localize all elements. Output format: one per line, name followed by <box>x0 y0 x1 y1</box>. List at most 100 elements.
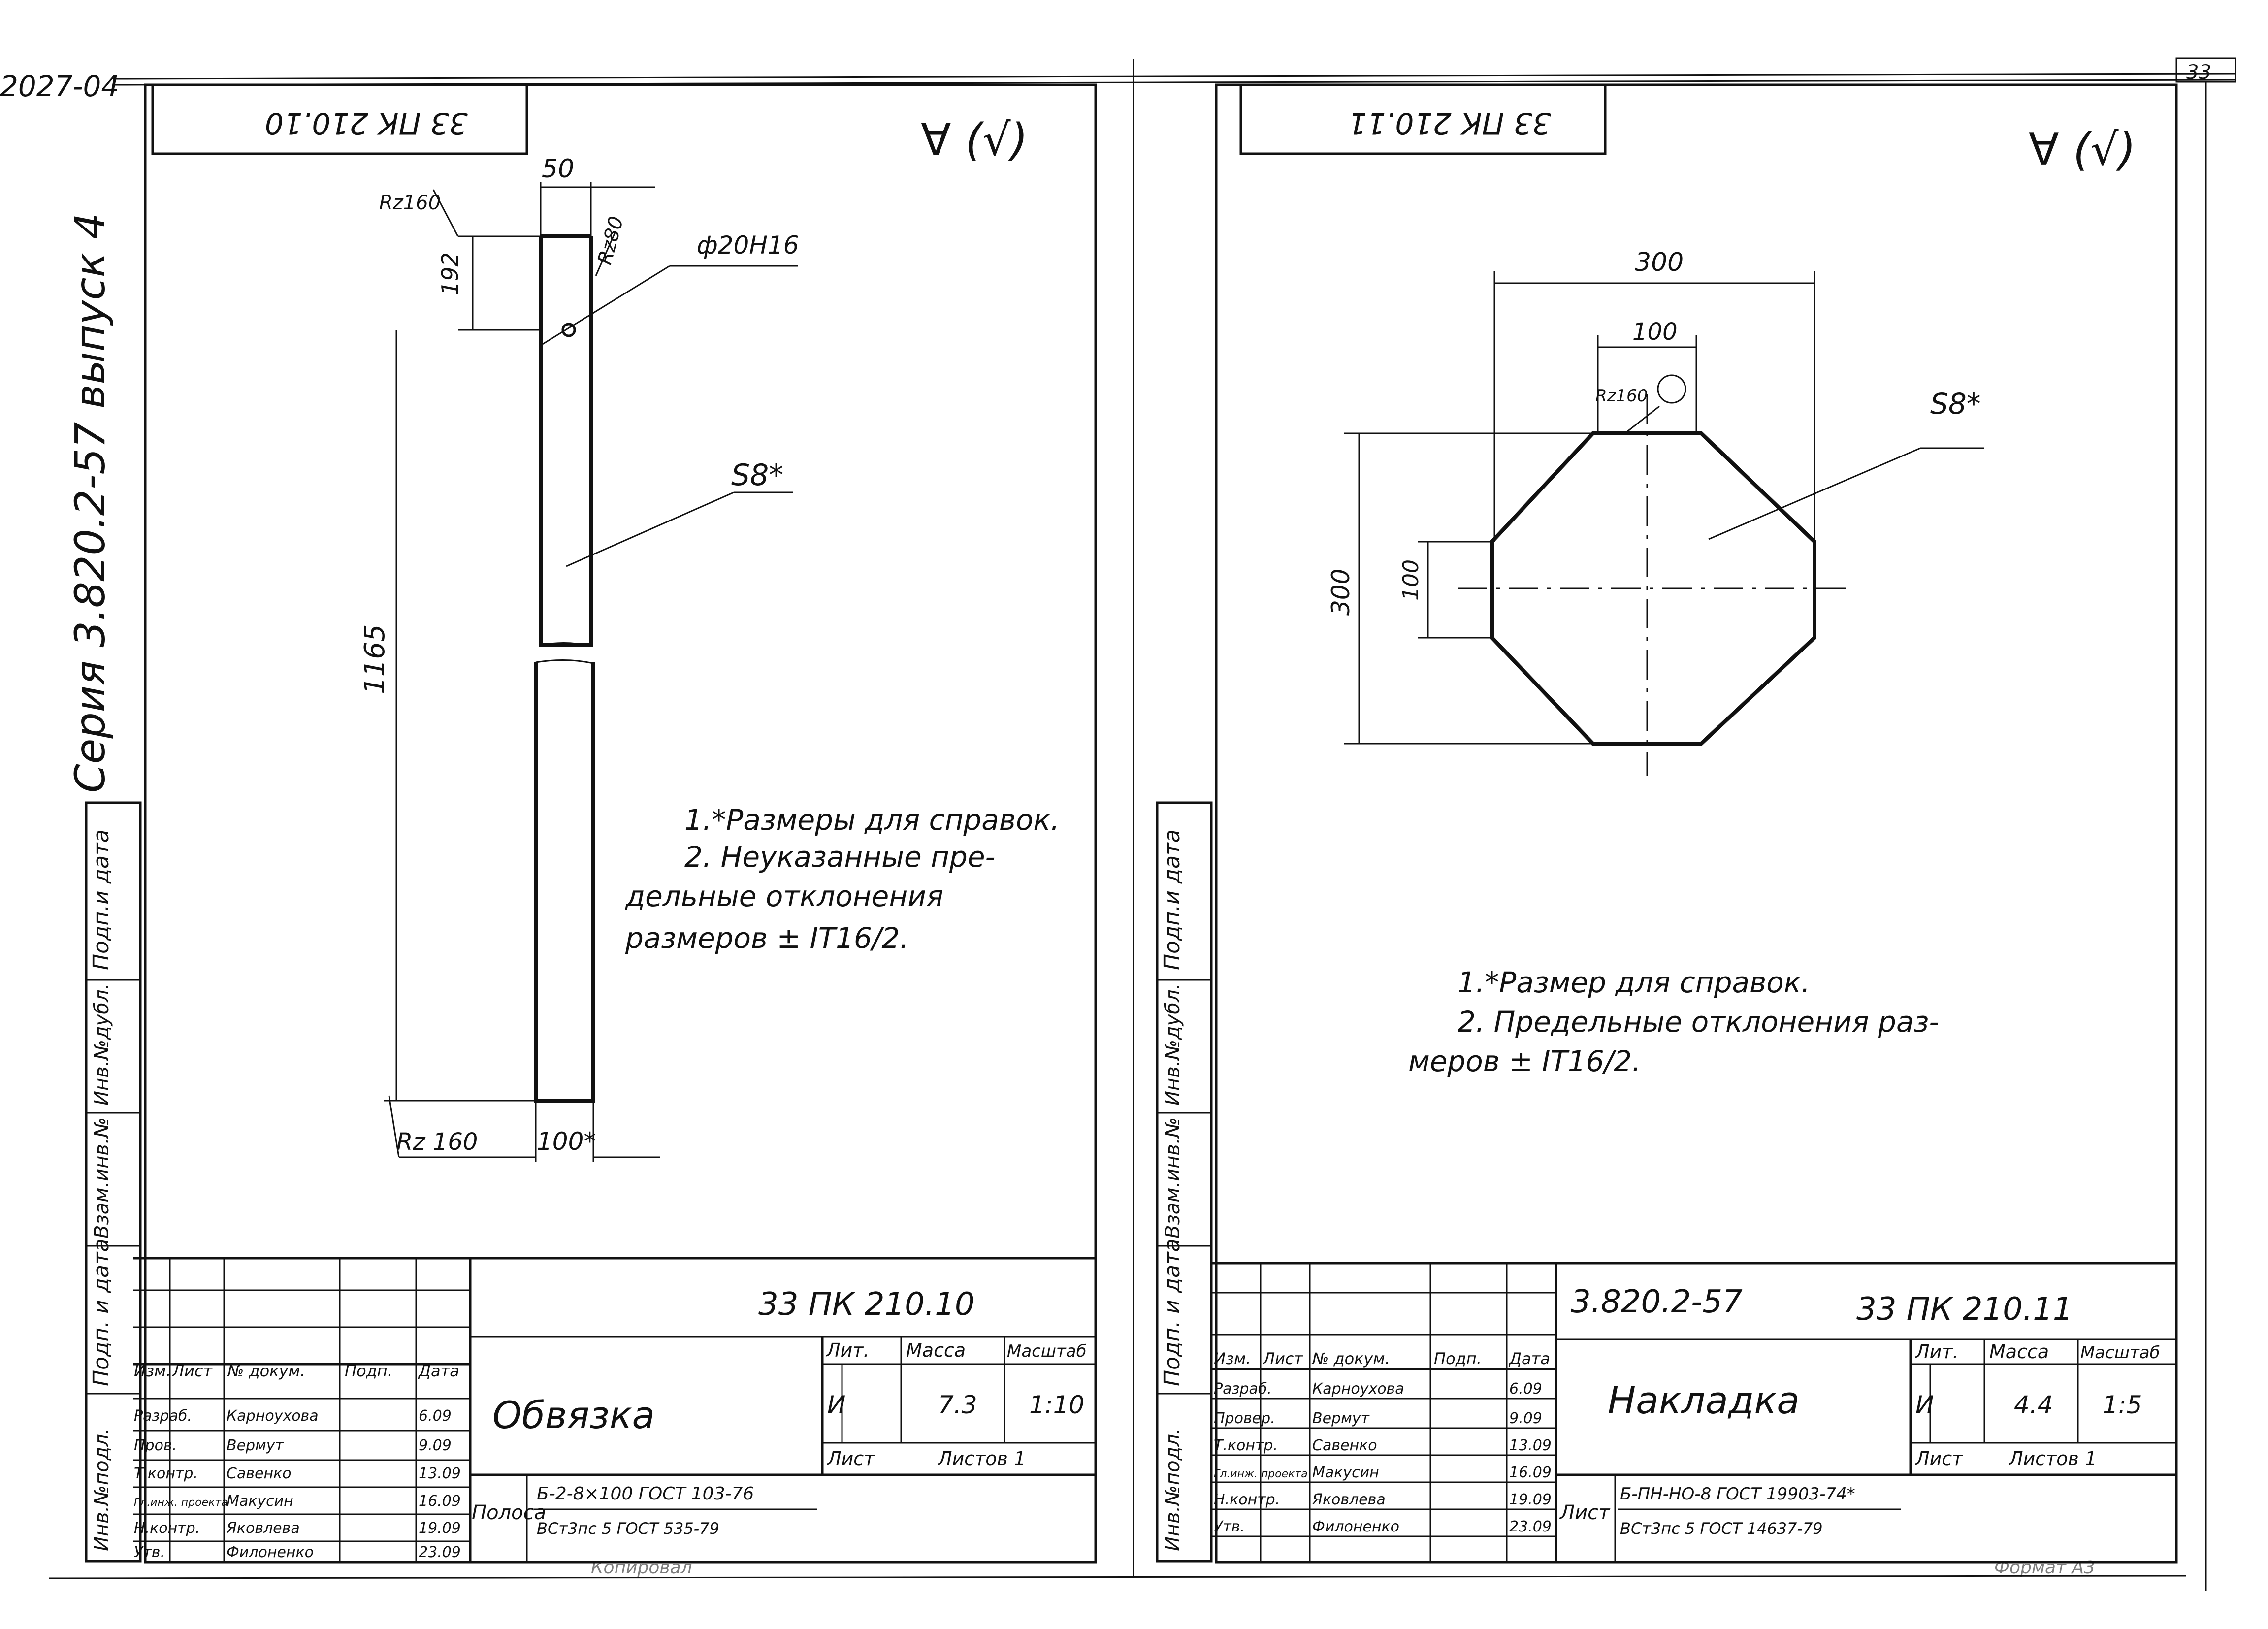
left-title-block: 33 ПК 210.10 Изм. Лист № докум. Подп. Да… <box>133 1257 1096 1562</box>
left-tb-role-2: Т.контр. <box>134 1465 198 1482</box>
r-stamp-inv-dubl: Инв.№дубл. <box>1162 983 1184 1106</box>
left-tb-col-doc: № докум. <box>227 1362 305 1380</box>
right-tb-col-doc: № докум. <box>1311 1349 1390 1368</box>
left-tb-date-1: 9.09 <box>419 1437 452 1454</box>
r-stamp-vzam-inv: Взам.инв.№ <box>1162 1117 1184 1238</box>
right-tb-name-4: Яковлева <box>1312 1491 1386 1508</box>
right-tb-col-list: Лист <box>1263 1349 1303 1368</box>
right-tb-role-3: Гл.инж. проекта <box>1214 1468 1308 1480</box>
left-tb-lit: И <box>827 1391 845 1419</box>
dim-inner: 100 <box>1398 559 1424 601</box>
note-left-2: 2. Неуказанные пре- <box>684 840 995 874</box>
left-tb-material-bottom: ВСт3пс 5 ГОСТ 535-79 <box>537 1519 719 1538</box>
rz-bottom: Rz 160 <box>396 1128 478 1156</box>
footer-format: Формат А3 <box>1994 1558 2095 1578</box>
right-tb-sheet-label: Лист <box>1914 1448 1964 1469</box>
right-tb-lit: И <box>1915 1391 1934 1419</box>
hole-callout: ф20Н16 <box>697 231 799 260</box>
left-tb-role-0: Разраб. <box>134 1407 192 1425</box>
left-tb-role-1: Пров. <box>134 1437 177 1454</box>
left-tb-scale: 1:10 <box>1029 1391 1084 1419</box>
note-left-4: размеров ± IT16/2. <box>625 921 909 955</box>
right-tb-role-1: Провер. <box>1214 1410 1275 1427</box>
r-stamp-sign-date-1: Подп.и дата <box>1160 829 1185 970</box>
dim-plate-width: 300 <box>1635 248 1684 277</box>
right-sheet-frame <box>1215 83 2178 1564</box>
right-tb-material-prefix: Лист <box>1559 1501 1611 1524</box>
right-tb-date-5: 23.09 <box>1509 1518 1552 1535</box>
left-sheet-frame <box>144 83 1097 1564</box>
left-tb-role-5: Утв. <box>134 1544 165 1561</box>
left-tb-name-3: Макусин <box>227 1493 293 1510</box>
right-tb-mass-label: Масса <box>1989 1341 2049 1363</box>
stamp-inv-podl: Инв.№подл. <box>91 1428 113 1551</box>
left-tb-date-2: 13.09 <box>419 1465 461 1482</box>
right-top-code: 33 ПК 210.11 <box>1348 106 1551 140</box>
right-tb-name-5: Филоненко <box>1312 1518 1399 1535</box>
left-tb-sheets-label: Листов 1 <box>937 1448 1026 1469</box>
archive-number: 2027-04 <box>0 69 119 103</box>
rz-top: Rz160 <box>379 192 441 214</box>
right-top-code-box <box>1239 83 1607 155</box>
note-right-1: 1.*Размер для справок. <box>1458 966 1810 999</box>
right-tb-scale-label: Масштаб <box>2080 1343 2160 1363</box>
right-tb-col-date: Дата <box>1508 1349 1550 1368</box>
right-tb-scale: 1:5 <box>2103 1391 2142 1419</box>
right-tb-date-0: 6.09 <box>1509 1380 1542 1398</box>
note-right-3: меров ± IT16/2. <box>1408 1044 1641 1078</box>
right-tb-material-bottom: ВСт3пс 5 ГОСТ 14637-79 <box>1620 1519 1823 1538</box>
left-tb-date-3: 16.09 <box>419 1493 461 1510</box>
right-tb-role-0: Разраб. <box>1214 1380 1272 1398</box>
rz-right: Rz160 <box>1595 386 1648 406</box>
series-label: Серия 3.820.2-57 выпуск 4 <box>66 213 114 793</box>
dim-plate-height: 300 <box>1327 569 1355 616</box>
r-stamp-inv-podl: Инв.№подл. <box>1162 1428 1184 1551</box>
right-tb-role-4: Н.контр. <box>1214 1491 1280 1508</box>
right-title-block: 3.820.2-57 33 ПК 210.11 Изм. Лист № доку… <box>1211 1262 2176 1562</box>
strip-part <box>534 234 595 1103</box>
thickness-right: S8* <box>1930 387 1981 421</box>
left-tb-lit-label: Лит. <box>825 1339 870 1361</box>
stamp-vzam-inv: Взам.инв.№ <box>91 1117 113 1238</box>
right-tb-role-5: Утв. <box>1214 1518 1245 1535</box>
left-tb-col-list: Лист <box>172 1362 213 1380</box>
left-tb-role-3: Гл.инж. проекта <box>134 1497 228 1509</box>
page-number: 33 <box>2186 61 2211 84</box>
left-tb-material-top: Б-2-8×100 ГОСТ 103-76 <box>537 1484 754 1504</box>
right-tb-col-sign: Подп. <box>1434 1349 1482 1368</box>
right-tb-role-2: Т.контр. <box>1214 1437 1278 1454</box>
dim-width: 100* <box>537 1127 596 1156</box>
top-border-line <box>113 73 2236 80</box>
note-left-1: 1.*Размеры для справок. <box>684 803 1060 837</box>
stamp-sign-date-2: Подп. и дата <box>89 1238 114 1386</box>
note-right-2: 2. Предельные отклонения раз- <box>1458 1005 1939 1039</box>
left-tb-mass: 7.3 <box>938 1391 977 1419</box>
left-tb-name-5: Филоненко <box>227 1544 314 1561</box>
right-sheet: 33 ПК 210.11 ∀ (√) 300 100 Rz160 S8* 300… <box>1211 83 2178 1564</box>
note-left-3: дельные отклонения <box>625 880 943 913</box>
right-tb-part-name: Накладка <box>1608 1378 1800 1422</box>
left-tb-material-prefix: Полоса <box>472 1501 546 1524</box>
stamp-inv-dubl: Инв.№дубл. <box>91 983 113 1106</box>
dim-hole-pos: 192 <box>437 252 463 295</box>
left-tb-name-4: Яковлева <box>226 1520 300 1537</box>
left-roughness: ∀ (√) <box>921 114 1028 166</box>
left-tb-mass-label: Масса <box>906 1339 966 1361</box>
left-tb-name-1: Вермут <box>227 1437 284 1454</box>
bottom-rule <box>49 1575 2187 1579</box>
right-tb-series: 3.820.2-57 <box>1571 1284 1743 1320</box>
left-tb-name-0: Карноухова <box>227 1407 319 1425</box>
r-stamp-sign-date-2: Подп. и дата <box>1160 1238 1185 1386</box>
footer-copied: Копировал <box>591 1558 692 1578</box>
right-tb-code: 33 ПК 210.11 <box>1856 1291 2073 1328</box>
left-top-code-box <box>151 83 528 155</box>
rz-circle <box>1657 374 1686 404</box>
right-tb-name-3: Макусин <box>1312 1464 1379 1481</box>
left-sheet: 33 ПК 210.10 ∀ (√) 50 Rz160 Rz80 ф20Н16 … <box>133 83 1097 1564</box>
right-roughness: ∀ (√) <box>2029 124 2136 176</box>
right-tb-material-top: Б-ПН-НО-8 ГОСТ 19903-74* <box>1620 1484 1855 1504</box>
hole-mark <box>561 323 576 337</box>
right-side-stamp: Подп.и дата Инв.№дубл. Взам.инв.№ Подп. … <box>1156 801 1213 1563</box>
left-tb-col-izm: Изм. <box>134 1362 171 1380</box>
